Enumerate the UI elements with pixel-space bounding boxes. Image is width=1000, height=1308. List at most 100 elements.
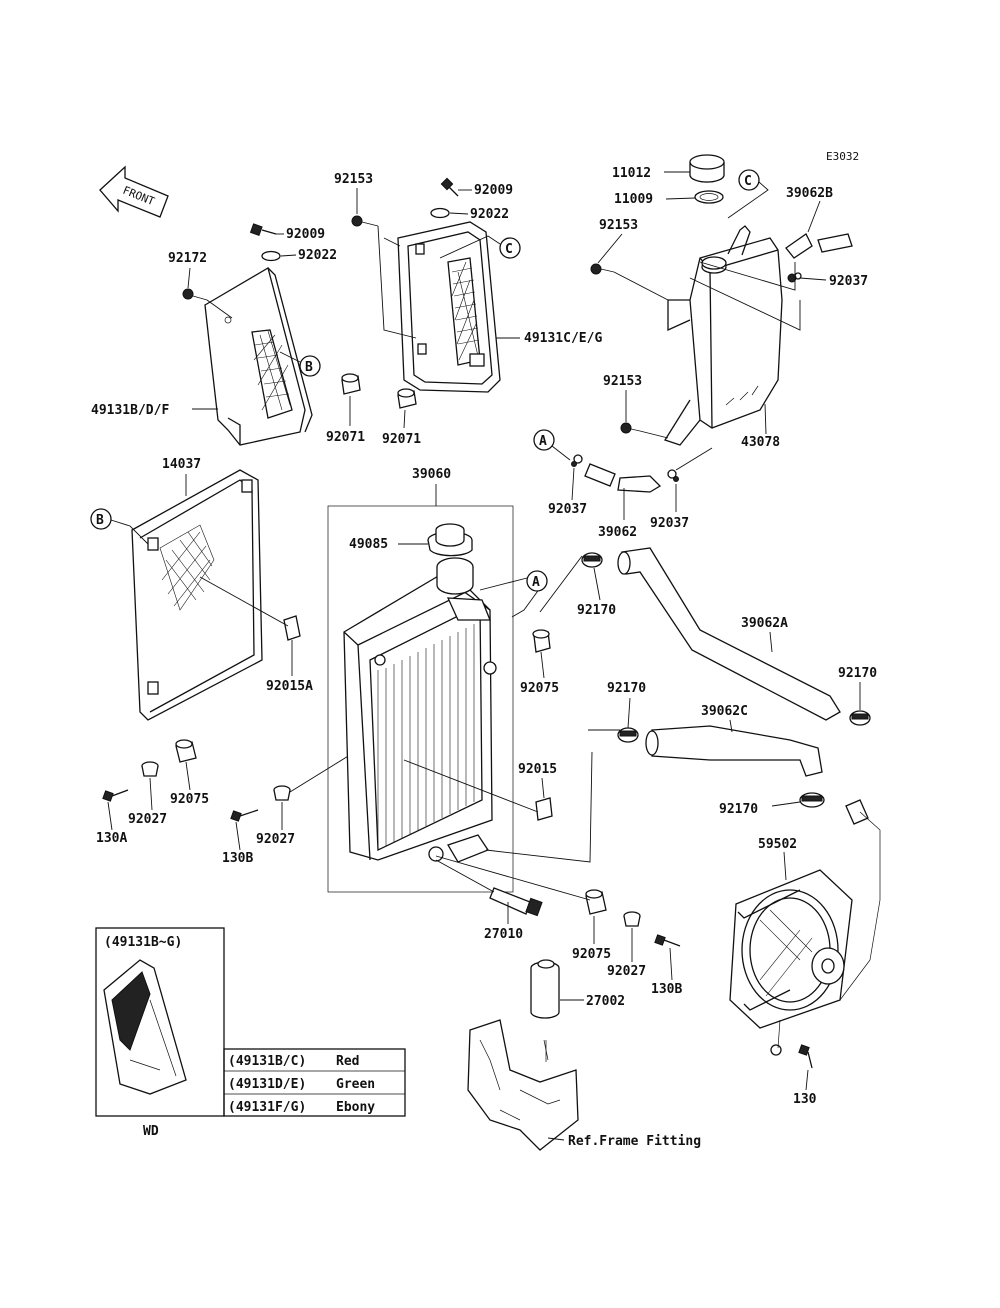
shroud-left <box>204 267 313 446</box>
label-39062: 39062 <box>598 525 637 540</box>
label-27002: 27002 <box>586 994 625 1009</box>
radiator <box>343 557 497 863</box>
temp-sensor-27010 <box>489 887 543 917</box>
collar-92027-mid <box>273 785 291 801</box>
label-92170-right: 92170 <box>838 666 877 681</box>
label-92015: 92015 <box>518 762 557 777</box>
label-92037-right: 92037 <box>829 274 868 289</box>
label-39062c: 39062C <box>701 704 748 719</box>
bolt-92153-tank-top <box>590 263 615 275</box>
label-92027-left: 92027 <box>128 812 167 827</box>
label-92075-radiator: 92075 <box>520 681 559 696</box>
label-49131ceg: 49131C/E/G <box>524 331 602 346</box>
radiator-guard <box>131 469 263 721</box>
shroud-right <box>397 221 501 393</box>
label-130: 130 <box>793 1092 817 1107</box>
label-92015a: 92015A <box>266 679 313 694</box>
label-92075-bottom: 92075 <box>572 947 611 962</box>
label-27010: 27010 <box>484 927 523 942</box>
label-92075-left: 92075 <box>170 792 209 807</box>
bolt-92153-shroud <box>351 215 379 227</box>
fan-switch-27002 <box>530 959 560 1019</box>
label-39060: 39060 <box>412 467 451 482</box>
label-130b-right: 130B <box>651 982 682 997</box>
screw-92009-left <box>249 223 277 237</box>
label-43078: 43078 <box>741 435 780 450</box>
clamp-92037-right <box>787 272 802 283</box>
bolt-130b-right <box>654 934 681 947</box>
svg-text:B: B <box>305 360 313 375</box>
washer-92022-top <box>430 207 450 219</box>
label-92027-mid: 92027 <box>256 832 295 847</box>
clamp-92170-bottom <box>799 792 825 808</box>
label-92170-mid: 92170 <box>607 681 646 696</box>
bolt-130b-left <box>230 809 259 822</box>
callout-c-tank: C <box>727 169 769 219</box>
clamp-92170-top <box>581 552 603 568</box>
label-11012: 11012 <box>612 166 651 181</box>
label-92170-bottom: 92170 <box>719 802 758 817</box>
label-92037-mid: 92037 <box>650 516 689 531</box>
clamp-92037-left <box>571 454 583 467</box>
fan-ground-wire <box>770 1019 782 1056</box>
label-59502: 59502 <box>758 837 797 852</box>
nut-92015 <box>535 797 553 821</box>
color-code-2: (49131D/E) <box>228 1077 306 1092</box>
label-92022-top: 92022 <box>470 207 509 222</box>
clamp-92170-right <box>849 710 871 726</box>
hose-39062 <box>584 463 662 493</box>
screw-92009-top <box>440 177 459 197</box>
color-code-3: (49131F/G) <box>228 1100 306 1115</box>
color-table: (49131B/C) Red (49131D/E) Green (49131F/… <box>223 1048 406 1117</box>
label-92071-a: 92071 <box>326 430 365 445</box>
callout-b-shroud: B <box>279 351 321 377</box>
label-92022-left: 92022 <box>298 248 337 263</box>
tank-bracket <box>727 225 751 256</box>
label-92027-bottom: 92027 <box>607 964 646 979</box>
fan-connector <box>839 799 881 1001</box>
collar-92027-bottom <box>623 911 641 927</box>
clamp-92170-mid <box>617 727 639 743</box>
svg-text:C: C <box>744 174 752 189</box>
label-11009: 11009 <box>614 192 653 207</box>
color-name-3: Ebony <box>336 1100 375 1115</box>
label-130a: 130A <box>96 831 127 846</box>
label-92071-b: 92071 <box>382 432 421 447</box>
collar-92027-left <box>141 761 159 777</box>
reservoir-cap <box>689 154 725 183</box>
label-92009-top: 92009 <box>474 183 513 198</box>
bolt-92153-tank-bottom <box>620 422 641 434</box>
radiator-cap <box>427 523 473 557</box>
bolt-92172 <box>182 288 208 301</box>
label-92037-left: 92037 <box>548 502 587 517</box>
callout-b-guard: B <box>90 508 149 545</box>
svg-text:C: C <box>505 242 513 257</box>
grommet-92075-radiator <box>532 629 551 653</box>
bolt-130 <box>798 1044 813 1069</box>
grommet-92075-bottom <box>585 889 607 915</box>
callout-a-hose: A <box>533 429 571 461</box>
shroud-decal <box>103 959 187 1095</box>
inset-caption: WD <box>143 1124 159 1139</box>
callout-c-shroud: C <box>439 235 521 259</box>
hose-39062c <box>645 725 823 777</box>
label-49085: 49085 <box>349 537 388 552</box>
svg-text:A: A <box>532 575 540 590</box>
nut-92015a <box>283 615 301 641</box>
radiator-bracket-frame <box>327 505 514 893</box>
grommet-92071-a <box>341 373 361 395</box>
label-92170-top: 92170 <box>577 603 616 618</box>
cap-gasket <box>694 190 724 204</box>
label-ref-frame-fitting: Ref.Frame Fitting <box>568 1134 701 1149</box>
label-130b-left: 130B <box>222 851 253 866</box>
frame-bracket <box>467 1019 579 1151</box>
reservoir-tank <box>664 237 783 446</box>
hose-39062a <box>617 547 841 721</box>
clamp-92037-mid <box>667 469 679 482</box>
label-14037: 14037 <box>162 457 201 472</box>
color-name-1: Red <box>336 1054 359 1069</box>
bolt-130a <box>102 789 129 802</box>
svg-text:B: B <box>96 513 104 528</box>
